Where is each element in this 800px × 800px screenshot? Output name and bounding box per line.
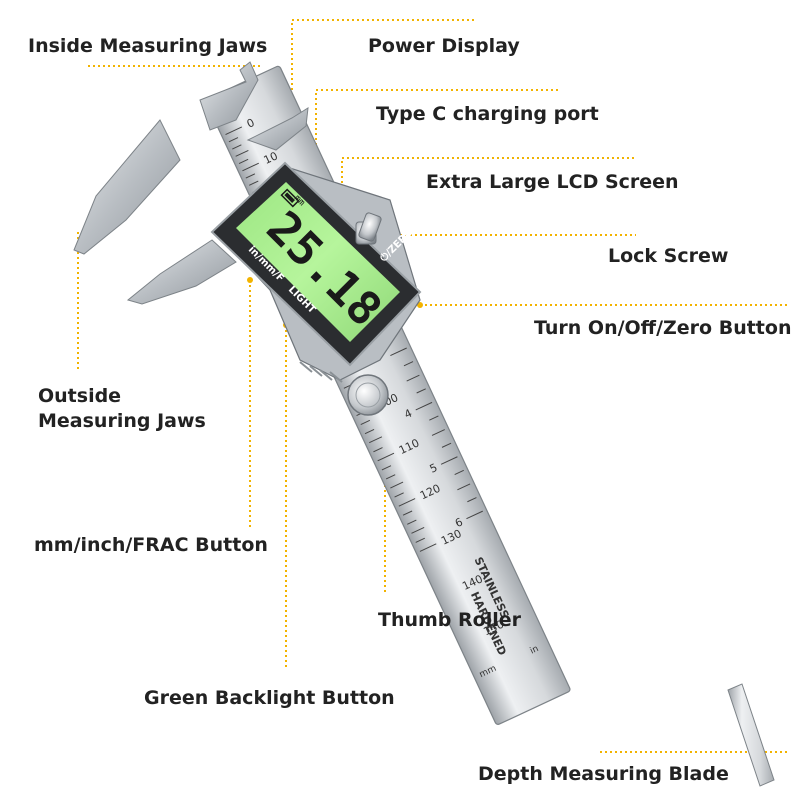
label-backlight-button: Green Backlight Button bbox=[144, 687, 395, 709]
scale-unit: in bbox=[529, 644, 541, 657]
inside-jaw-sliding bbox=[246, 107, 309, 151]
label-lock-screw: Lock Screw bbox=[608, 245, 729, 267]
label-inside-jaws: Inside Measuring Jaws bbox=[28, 35, 268, 57]
leader-power-display bbox=[291, 19, 475, 195]
label-depth-blade: Depth Measuring Blade bbox=[478, 763, 729, 785]
knurled-grip bbox=[299, 361, 343, 383]
inside-jaw-fixed bbox=[199, 61, 259, 131]
outside-jaw-fixed bbox=[73, 119, 181, 255]
lock-screw[interactable] bbox=[355, 212, 382, 245]
scale-label: 10 bbox=[262, 149, 280, 167]
label-lcd-screen: Extra Large LCD Screen bbox=[426, 171, 679, 193]
label-power-display: Power Display bbox=[368, 35, 520, 57]
label-outside-jaws-2: Measuring Jaws bbox=[38, 410, 206, 432]
label-outside-jaws-1: Outside bbox=[38, 385, 122, 407]
scale-label: 5 bbox=[428, 461, 440, 476]
depth-blade bbox=[727, 683, 775, 787]
label-type-c: Type C charging port bbox=[376, 103, 599, 125]
leader-lines bbox=[77, 19, 790, 753]
scale-label: 6 bbox=[453, 515, 465, 530]
label-unit-button: mm/inch/FRAC Button bbox=[34, 534, 268, 556]
label-on-off-zero: Turn On/Off/Zero Button bbox=[534, 317, 792, 339]
label-thumb-roller: Thumb Roller bbox=[378, 609, 521, 631]
battery-icon bbox=[280, 188, 300, 208]
lcd-screen bbox=[236, 182, 400, 342]
thumb-roller[interactable] bbox=[347, 374, 389, 416]
scale-label: 4 bbox=[402, 407, 414, 422]
scale-label: 0 bbox=[245, 116, 257, 131]
leader-type-c bbox=[315, 89, 560, 165]
outside-jaw-sliding bbox=[126, 239, 237, 305]
